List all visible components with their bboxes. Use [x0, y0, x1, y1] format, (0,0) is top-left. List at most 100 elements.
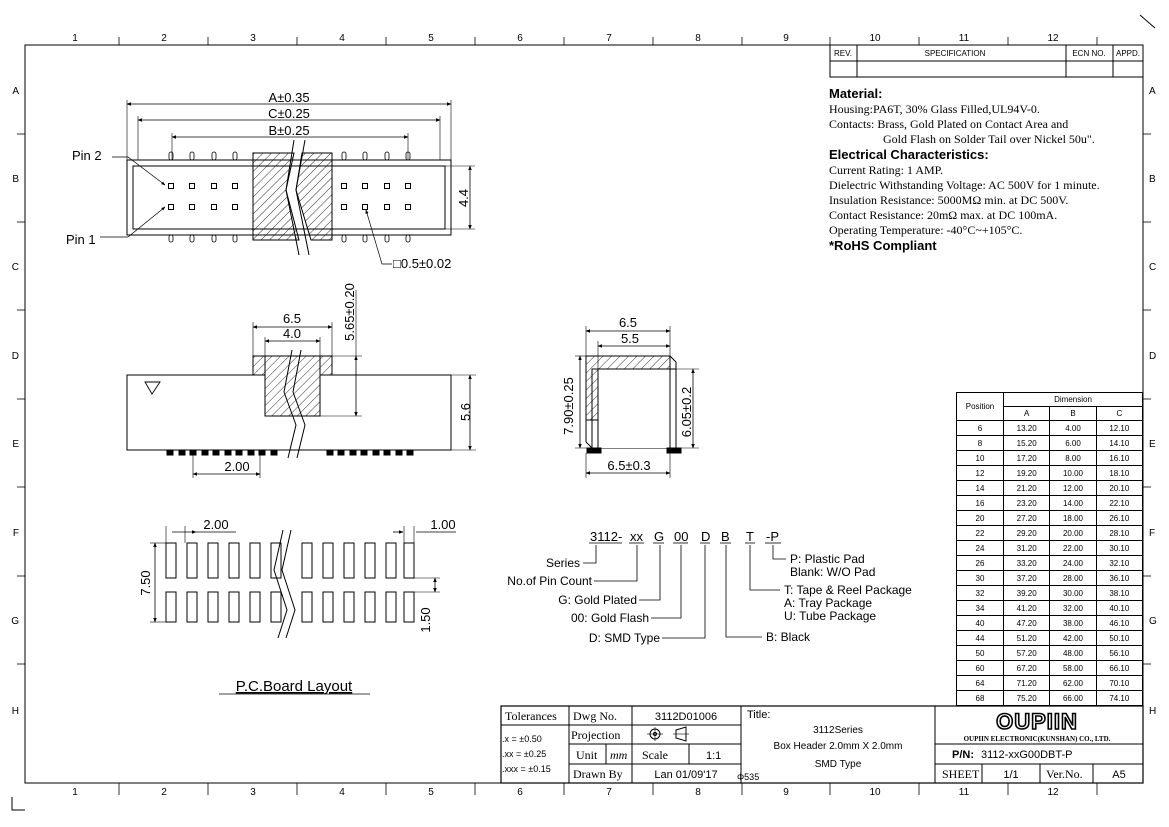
grid-row-letter: F	[1149, 528, 1155, 539]
scale-label: Scale	[642, 748, 668, 762]
code-seg-pad: -P	[766, 529, 779, 544]
pcb-pad	[270, 542, 282, 579]
pcb-layout	[150, 526, 456, 639]
material-heading: Material:	[829, 86, 883, 101]
grid-row-letter: A	[12, 86, 19, 97]
pcb-pad	[301, 591, 313, 623]
legend-series: Series	[546, 556, 580, 570]
solder-tail	[326, 449, 334, 456]
side-w1: 6.5	[283, 311, 301, 326]
grid-row-letter: B	[12, 174, 19, 185]
top-view	[100, 100, 475, 265]
grid-row-letter: E	[1149, 439, 1156, 450]
side-height: 5.65±0.20	[342, 283, 357, 341]
table-cell: 36.10	[1095, 570, 1144, 586]
position-header: Position	[956, 392, 1004, 421]
table-cell: 64	[956, 675, 1004, 691]
grid-column-number: 12	[1047, 787, 1059, 798]
title-block	[500, 705, 1144, 784]
title-desc: Box Header 2.0mm X 2.0mm	[774, 741, 903, 752]
table-cell: 30	[956, 570, 1004, 586]
table-cell: 6	[956, 420, 1004, 436]
table-cell: 66.00	[1049, 690, 1097, 706]
pin-contact	[189, 204, 195, 210]
dim-b: B±0.25	[268, 123, 309, 138]
end-w3: 6.5±0.3	[607, 458, 650, 473]
grid-column-number: 1	[72, 787, 78, 798]
pin-contact	[362, 204, 368, 210]
solder-tail	[201, 449, 209, 456]
title-series: 3112Series	[813, 725, 863, 736]
pcb-pad	[343, 542, 355, 579]
table-cell: 32.00	[1049, 600, 1097, 616]
grid-column-number: 10	[869, 33, 881, 44]
pin-contact	[168, 183, 174, 189]
table-cell: 12	[956, 465, 1004, 481]
grid-column-number: 8	[695, 787, 701, 798]
code-seg-plating: G	[654, 529, 664, 544]
contacts-spec-2: Gold Flash on Solder Tail over Nickel 50…	[883, 132, 1095, 146]
dim-height-top: 4.4	[456, 189, 471, 207]
pcb-pad	[301, 542, 313, 579]
part-code: 3112- xx G 00 D B T -P Series No.of Pin …	[507, 529, 912, 645]
table-cell: 51.20	[1002, 630, 1051, 646]
ver-label: Ver.No.	[1046, 767, 1083, 781]
grid-column-number: 7	[606, 787, 612, 798]
grid-row-letter: E	[12, 439, 19, 450]
company-logo: OUPIIN	[996, 709, 1078, 734]
table-cell: 14.00	[1049, 495, 1097, 511]
table-cell: 38.00	[1049, 615, 1097, 631]
pin-contact	[341, 204, 347, 210]
company-name: OUPIIN ELECTRONIC(KUNSHAN) CO., LTD.	[964, 735, 1111, 743]
solder-tail	[166, 449, 174, 456]
tol-xxx: .xxx = ±0.15	[502, 764, 551, 774]
table-cell: 47.20	[1002, 615, 1051, 631]
dimension-header: Dimension	[1003, 392, 1143, 407]
table-cell: 37.20	[1002, 570, 1051, 586]
grid-row-letter: C	[12, 262, 19, 273]
sheet-value: 1/1	[1003, 769, 1018, 781]
table-cell: 19.20	[1002, 465, 1051, 481]
revision-block	[829, 44, 1144, 78]
solder-tail	[224, 449, 232, 456]
table-cell: 44	[956, 630, 1004, 646]
code-seg-flash: 00	[674, 529, 688, 544]
grid-row-letter: H	[1149, 706, 1156, 717]
grid-column-number: 11	[959, 787, 970, 798]
grid-column-number: 9	[783, 787, 789, 798]
pcb-pad	[270, 591, 282, 623]
dwg-no: 3112D01006	[655, 711, 717, 723]
pcb-pad	[228, 591, 240, 623]
table-cell: 22.00	[1049, 540, 1097, 556]
table-cell: 30.10	[1095, 540, 1144, 556]
table-cell: 40	[956, 615, 1004, 631]
table-cell: 34	[956, 600, 1004, 616]
table-cell: 18.10	[1095, 465, 1144, 481]
grid-column-number: 11	[959, 33, 970, 44]
pcb-pad	[385, 591, 397, 623]
table-cell: 16.10	[1095, 450, 1144, 466]
pcb-pad	[403, 591, 415, 623]
grid-column-number: 4	[339, 787, 345, 798]
pcb-pad	[186, 542, 198, 579]
current-rating: Current Rating: 1 AMP.	[829, 163, 944, 177]
part-code-leaders	[583, 542, 786, 639]
solder-tail	[212, 449, 220, 456]
table-cell: 12.10	[1095, 420, 1144, 436]
grid-row-letter: D	[1149, 351, 1156, 362]
electrical-heading: Electrical Characteristics:	[829, 147, 989, 162]
pcb-pad	[207, 591, 219, 623]
table-cell: 60	[956, 660, 1004, 676]
scale-value: 1:1	[706, 750, 721, 762]
table-cell: 26	[956, 555, 1004, 571]
table-cell: 62.00	[1049, 675, 1097, 691]
pn-value: 3112-xxG00DBT-P	[981, 749, 1073, 761]
side-w2: 4.0	[283, 326, 301, 341]
